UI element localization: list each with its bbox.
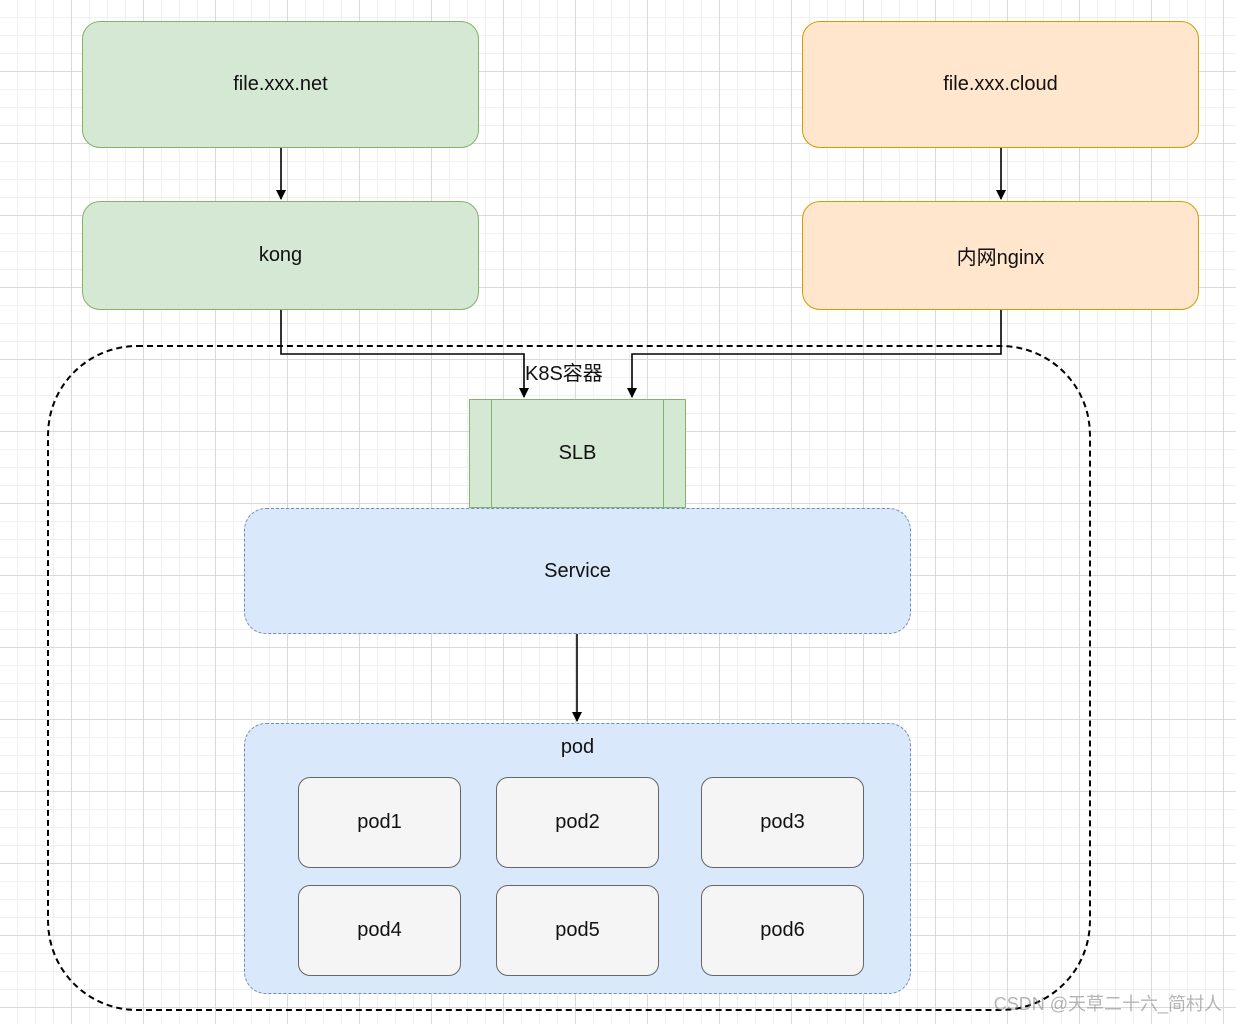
edge-nginx-to-slb [627, 310, 1002, 398]
kong-label: kong [258, 244, 303, 266]
nginx-node[interactable]: 内网nginx [802, 201, 1199, 310]
pod-label: pod2 [555, 811, 600, 833]
net-domain-node[interactable]: file.xxx.net [82, 21, 479, 148]
cloud-domain-label: file.xxx.cloud [943, 73, 1058, 95]
pod-node[interactable]: pod1 [298, 777, 461, 868]
pod-node[interactable]: pod4 [298, 885, 461, 976]
slb-right-divider [663, 400, 664, 507]
kong-node[interactable]: kong [82, 201, 479, 310]
service-label: Service [544, 559, 611, 582]
pod-label: pod5 [555, 919, 600, 941]
slb-label: SLB [558, 442, 597, 464]
pod-node[interactable]: pod3 [701, 777, 864, 868]
k8s-container [47, 345, 1091, 1011]
cloud-domain-node[interactable]: file.xxx.cloud [802, 21, 1199, 148]
pod-label: pod6 [760, 919, 805, 941]
nginx-label: 内网nginx [956, 247, 1045, 269]
watermark: CSDN @天草二十六_简村人 [993, 994, 1222, 1014]
slb-node[interactable]: SLB [469, 399, 686, 508]
pod-node[interactable]: pod6 [701, 885, 864, 976]
pod-node[interactable]: pod5 [496, 885, 659, 976]
k8s-container-label: K8S容器 [525, 363, 603, 385]
pod-node[interactable]: pod2 [496, 777, 659, 868]
pod-label: pod4 [357, 919, 402, 941]
service-node[interactable]: Service [244, 508, 911, 634]
edge-kong-to-slb [280, 310, 529, 398]
pod-group-label: pod [560, 736, 595, 758]
net-domain-label: file.xxx.net [233, 73, 328, 95]
pod-label: pod3 [760, 811, 805, 833]
pod-label: pod1 [357, 811, 402, 833]
slb-left-divider [491, 400, 492, 507]
